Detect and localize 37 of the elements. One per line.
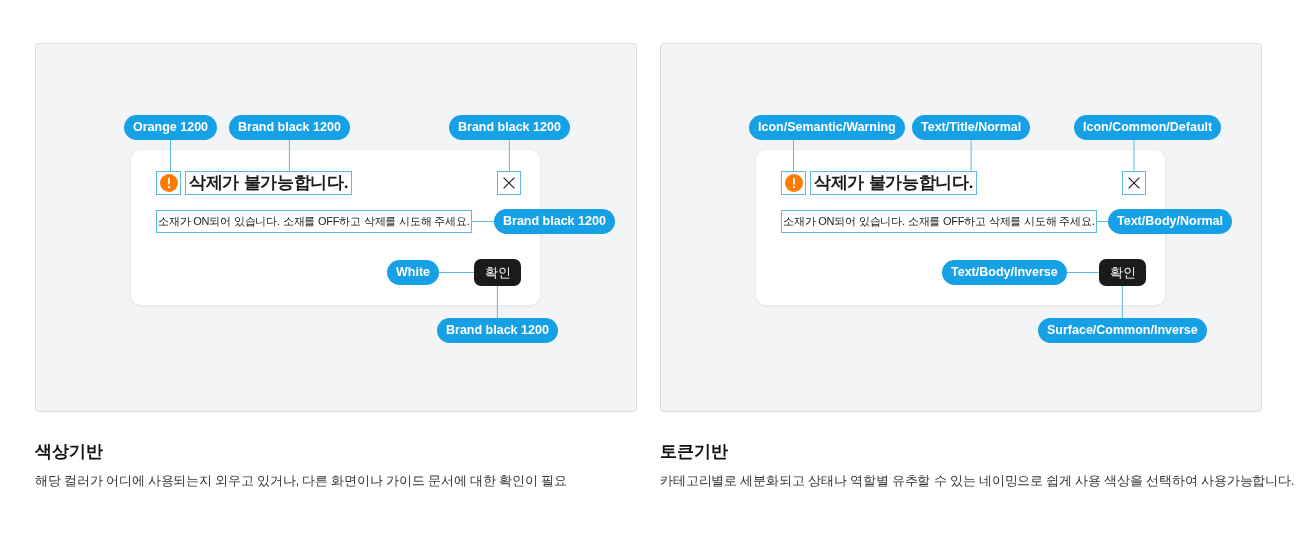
dialog-title: 삭제가 불가능합니다. <box>810 171 978 195</box>
leader-line <box>170 139 171 172</box>
callout-label: Icon/Common/Default <box>1074 115 1222 140</box>
highlight-frame <box>1122 171 1146 195</box>
dialog-message: 소재가 ON되어 있습니다. 소재를 OFF하고 삭제를 시도해 주세요. <box>781 210 1097 233</box>
leader-line <box>288 139 290 172</box>
confirm-button: 확인 <box>474 259 521 286</box>
leader-line <box>508 139 510 172</box>
leader-line <box>1121 285 1123 319</box>
callout-label: Brand black 1200 <box>494 209 615 234</box>
callout-label: Brand black 1200 <box>229 115 350 140</box>
leader-line <box>970 139 972 172</box>
callout-label: Text/Body/Inverse <box>942 260 1067 285</box>
highlight-frame <box>497 171 521 195</box>
dialog-message: 소재가 ON되어 있습니다. 소재를 OFF하고 삭제를 시도해 주세요. <box>156 210 472 233</box>
section-description: 해당 컬러가 어디에 사용되는지 외우고 있거나, 다른 화면이나 가이드 문서에 대한 확인이 필요 <box>35 473 567 490</box>
dialog-title: 삭제가 불가능합니다. <box>185 171 353 195</box>
callout-label: White <box>387 260 440 285</box>
confirm-button: 확인 <box>1099 259 1146 286</box>
leader-line <box>496 285 498 319</box>
callout-label: Orange 1200 <box>124 115 218 140</box>
section-heading: 토큰기반 <box>660 441 728 463</box>
callout-label: Surface/Common/Inverse <box>1038 318 1207 343</box>
leader-line <box>793 139 794 172</box>
leader-line <box>1133 139 1135 172</box>
leader-line <box>471 221 495 222</box>
callout-label: Text/Body/Normal <box>1108 209 1233 234</box>
dialog-card <box>131 150 540 305</box>
callout-label: Text/Title/Normal <box>912 115 1031 140</box>
callout-label: Brand black 1200 <box>449 115 570 140</box>
callout-label: Icon/Semantic/Warning <box>749 115 905 140</box>
section-heading: 색상기반 <box>35 441 103 463</box>
callout-label: Brand black 1200 <box>437 318 558 343</box>
leader-line <box>1066 272 1100 273</box>
leader-line <box>1096 221 1109 222</box>
section-description: 카테고리별로 세분화되고 상태나 역할별 유추할 수 있는 네이밍으로 쉽게 사용 색상을 선택하여 사용가능합니다. <box>660 473 1295 490</box>
leader-line <box>438 272 475 273</box>
